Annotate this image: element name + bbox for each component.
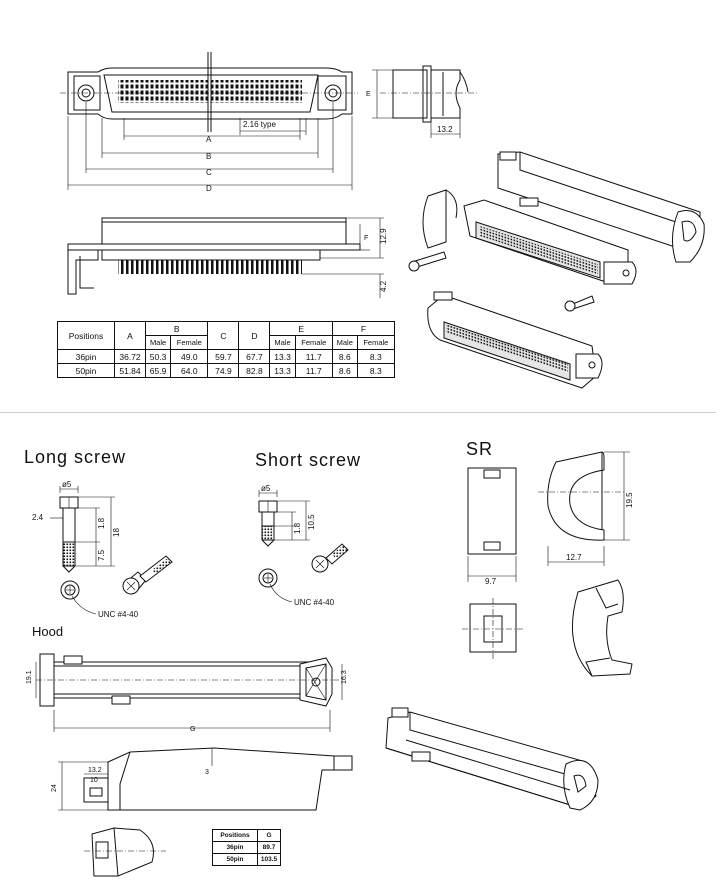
short-screw-title: Short screw	[255, 450, 361, 470]
table-cell: 50.3	[144, 349, 172, 364]
short-screw-d1: 1.8	[293, 522, 302, 534]
table-cell: 36pin	[212, 841, 258, 854]
assembly-isometric	[408, 151, 705, 389]
table-header-a: A	[114, 321, 146, 350]
hood-angle: 3	[205, 769, 209, 776]
table-subheader: Male	[331, 335, 358, 350]
table-cell: 11.7	[294, 363, 333, 378]
dim-e-label: E	[366, 91, 371, 98]
table-cell: 11.7	[294, 349, 333, 364]
long-screw-thread: UNC #4-40	[98, 610, 139, 619]
hood-left-height: 19.1	[26, 670, 33, 684]
connector-side-view: E 13.2	[366, 65, 478, 138]
table-subheader: Male	[144, 335, 172, 350]
short-screw-d2: 10.5	[307, 514, 316, 530]
dim-b-label: B	[206, 152, 211, 161]
table-cell: 8.6	[331, 363, 358, 378]
g-table-header-positions: Positions	[212, 829, 258, 842]
hood-top-w1: 13.2	[88, 767, 102, 774]
table-cell: 8.3	[356, 349, 396, 364]
connector-front-view	[60, 52, 358, 132]
table-cell: 8.3	[356, 363, 396, 378]
table-row: 50pin 51.84 65.9 64.0 74.9 82.8 13.3 11.…	[57, 363, 396, 378]
table-cell: 103.5	[257, 853, 281, 866]
table-row: 36pin 36.72 50.3 49.0 59.7 67.7 13.3 11.…	[57, 349, 396, 364]
height-label: 12.9	[379, 228, 388, 244]
sr-title: SR	[466, 439, 493, 459]
table-cell: 13.3	[269, 363, 296, 378]
table-cell: 36pin	[57, 349, 115, 364]
table-cell: 65.9	[144, 363, 172, 378]
table-subheader: Male	[269, 335, 296, 350]
table-row: 50pin 103.5	[212, 853, 281, 866]
short-screw-dia: ø5	[261, 484, 271, 493]
long-screw-d3: 18	[112, 528, 121, 537]
table-cell: 50pin	[57, 363, 115, 378]
sr-width: 9.7	[485, 577, 497, 586]
table-subheader: Female	[170, 335, 209, 350]
depth-label: 13.2	[437, 125, 453, 134]
table-subheader: Female	[294, 335, 333, 350]
table-header-c: C	[207, 321, 240, 350]
long-screw-dia: ø5	[62, 480, 72, 489]
table-header-positions: Positions	[57, 321, 115, 350]
table-cell: 74.9	[207, 363, 240, 378]
hood-top-w2: 10	[90, 777, 98, 784]
dimension-table: Positions A B C D E F Male Female Male F…	[57, 321, 396, 378]
sr-drawing: 9.7 19.5 12.7	[462, 451, 634, 677]
hood-length-table: Positions G 36pin 89.7 50pin 103.5	[212, 829, 281, 866]
table-cell: 49.0	[170, 349, 209, 364]
table-header-e: E	[269, 321, 333, 336]
hood-length: G	[190, 726, 195, 733]
table-cell: 50pin	[212, 853, 258, 866]
table-cell: 59.7	[207, 349, 240, 364]
short-screw-thread: UNC #4-40	[294, 598, 335, 607]
short-screw-drawing: ø5 1.8 10.5 UNC #4-40	[258, 484, 349, 607]
long-screw-drawing: ø5 2.4 1.8 7.5 18 UNC #4-40	[32, 480, 173, 619]
table-header-b: B	[144, 321, 209, 336]
hood-title: Hood	[32, 624, 63, 639]
hood-isometric	[385, 707, 599, 811]
connector-elevation-view: F 12.9 4.2	[67, 217, 388, 298]
pin-length-label: 4.2	[379, 280, 388, 292]
table-cell: 8.6	[331, 349, 358, 364]
table-cell: 67.7	[238, 349, 271, 364]
table-cell: 36.72	[114, 349, 146, 364]
hood-right-height: 16.3	[341, 670, 348, 684]
hood-side-height: 24	[51, 784, 58, 792]
pitch-label: 2.16 type	[243, 120, 276, 129]
table-subheader: Female	[356, 335, 396, 350]
table-header-f: F	[331, 321, 396, 336]
table-cell: 13.3	[269, 349, 296, 364]
long-screw-d1: 2.4	[32, 513, 44, 522]
long-screw-d2: 1.8	[97, 517, 106, 529]
hood-end-view	[84, 827, 166, 877]
dim-a-label: A	[206, 135, 212, 144]
sr-arc-width: 12.7	[566, 553, 582, 562]
dim-c-label: C	[206, 168, 212, 177]
table-cell: 64.0	[170, 363, 209, 378]
long-screw-title: Long screw	[24, 447, 126, 467]
hood-side-view: 24 13.2 10 3	[51, 747, 353, 811]
table-header-d: D	[238, 321, 271, 350]
table-cell: 51.84	[114, 363, 146, 378]
table-row: 36pin 89.7	[212, 841, 281, 854]
long-screw-d4: 7.5	[97, 549, 106, 561]
dim-f-label: F	[364, 235, 368, 242]
g-table-header-g: G	[257, 829, 281, 842]
table-cell: 82.8	[238, 363, 271, 378]
sr-arc-height: 19.5	[625, 492, 634, 508]
section-divider	[0, 412, 716, 413]
table-cell: 89.7	[257, 841, 281, 854]
front-dimensions: 2.16 type A B C D	[67, 102, 353, 193]
hood-top-view: 19.1 16.3 G	[26, 653, 348, 733]
dim-d-label: D	[206, 184, 212, 193]
